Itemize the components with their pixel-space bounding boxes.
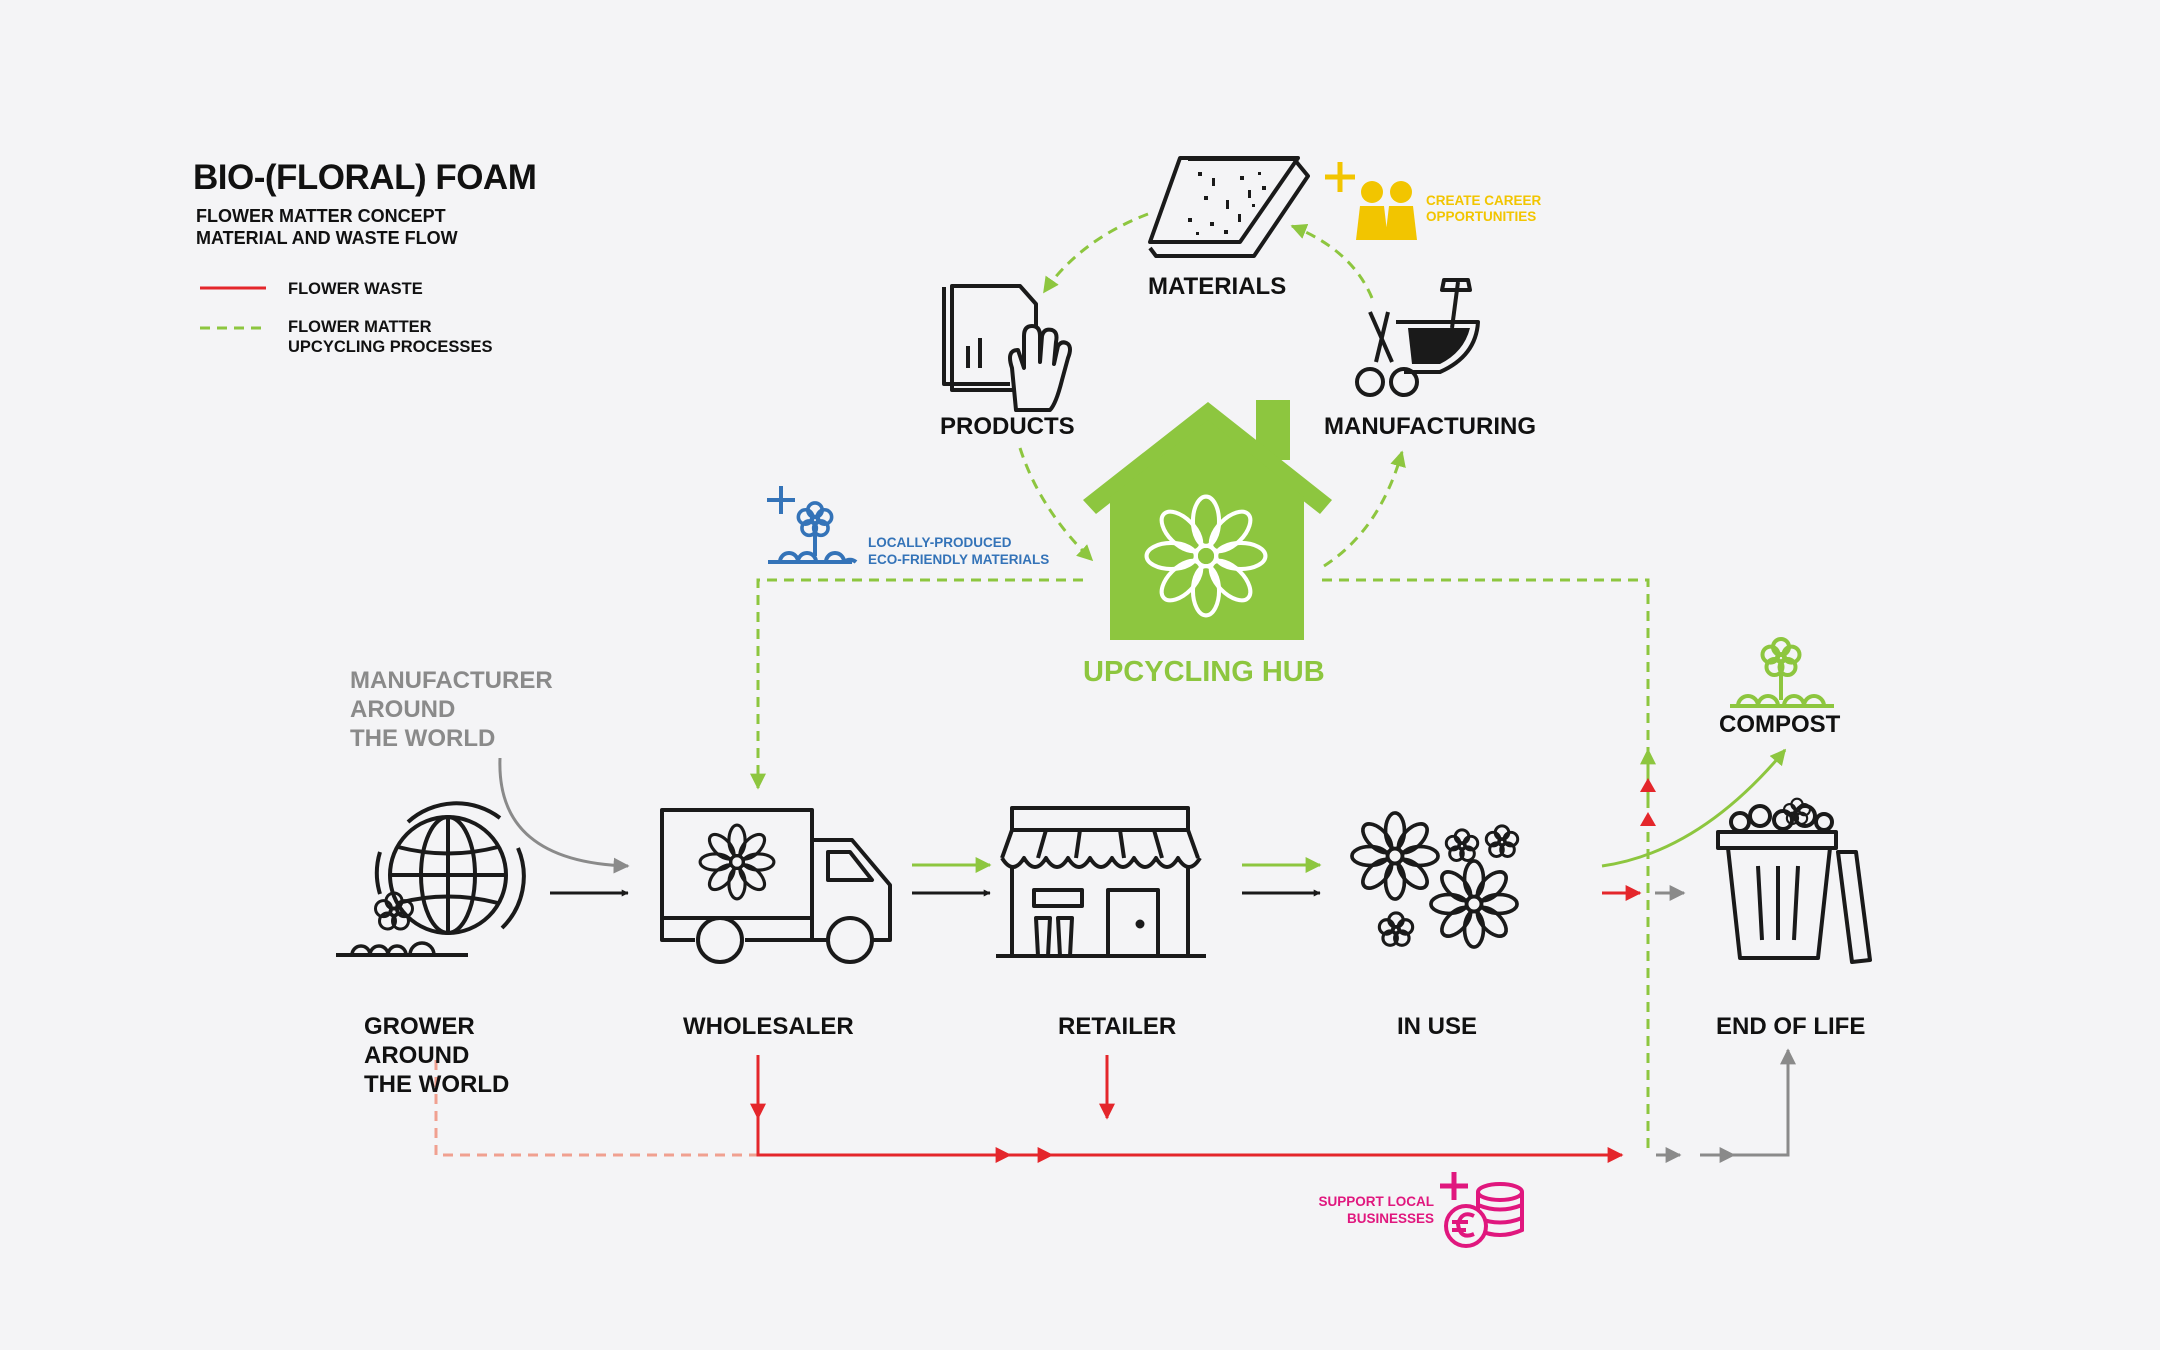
shop-icon <box>996 806 1206 958</box>
upcycling-hub-label: UPCYCLING HUB <box>1083 656 1325 688</box>
main-flow-arrows <box>498 748 1787 901</box>
manufacturing-label: MANUFACTURING <box>1324 413 1536 440</box>
waste-up-arrow <box>1640 778 1656 792</box>
legend-upcycling-label: FLOWER MATTER UPCYCLING PROCESSES <box>288 318 493 356</box>
grower-label: GROWER AROUND THE WORLD <box>364 1013 510 1098</box>
business-label: SUPPORT LOCAL BUSINESSES <box>1318 1194 1434 1226</box>
career-icon <box>1325 162 1417 240</box>
end-of-life-label: END OF LIFE <box>1716 1013 1866 1040</box>
legend-waste-label: FLOWER WASTE <box>288 280 423 298</box>
compost-label: COMPOST <box>1719 711 1841 738</box>
flower-icon <box>698 823 776 901</box>
flowers-icon <box>1350 811 1520 949</box>
compost-sprout-icon <box>1730 637 1834 708</box>
retailer-label: RETAILER <box>1058 1013 1177 1040</box>
manufacturing-fill <box>1408 328 1470 364</box>
globe-icon <box>336 801 526 957</box>
local-materials-icon <box>767 486 858 564</box>
trash-bin-icon <box>1716 804 1872 964</box>
upcycling-hub-house-icon <box>1083 400 1332 640</box>
wholesaler-label: WHOLESALER <box>683 1013 854 1040</box>
upcycling-cycle <box>750 212 1656 1155</box>
waste-up-arrow <box>1640 812 1656 826</box>
ground-icon <box>350 941 436 956</box>
local-materials-label: LOCALLY-PRODUCED ECO-FRIENDLY MATERIALS <box>868 535 1050 567</box>
materials-speckles <box>1188 172 1266 235</box>
manufacturer-label: MANUFACTURER AROUND THE WORLD <box>350 667 553 752</box>
page-title: BIO-(FLORAL) FOAM <box>193 158 537 197</box>
products-label: PRODUCTS <box>940 413 1075 440</box>
materials-label: MATERIALS <box>1148 273 1287 300</box>
materials-icon <box>1148 156 1310 258</box>
page-subtitle: FLOWER MATTER CONCEPT MATERIAL AND WASTE… <box>196 206 458 248</box>
waste-line <box>434 1048 1796 1163</box>
career-label: CREATE CAREER OPPORTUNITIES <box>1426 193 1542 224</box>
manufacturing-icon <box>1355 278 1480 397</box>
truck-icon <box>660 808 892 964</box>
in-use-label: IN USE <box>1397 1013 1478 1040</box>
business-icon <box>1440 1172 1524 1248</box>
products-icon <box>942 284 1072 412</box>
